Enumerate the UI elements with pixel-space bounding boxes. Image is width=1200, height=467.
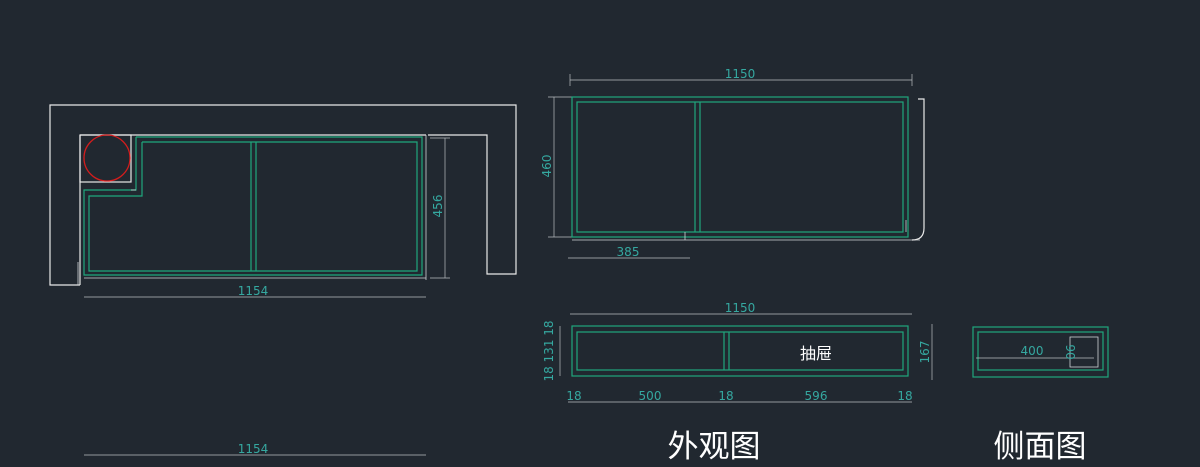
front-height-dim: 460 xyxy=(540,155,554,178)
drawer-frame-inner xyxy=(576,331,904,371)
front-frame-inner xyxy=(576,101,904,233)
plan-height-dim: 456 xyxy=(431,195,445,218)
drawer-frame-outer xyxy=(571,325,909,377)
front-frame-outer xyxy=(571,96,909,238)
drawer-front-view: 1150 抽屉 18 131 18 167 18 500 18 596 18 xyxy=(542,301,933,403)
plan-cabinet-frame-outer xyxy=(83,136,423,276)
side-detail-view: 400 90 xyxy=(972,326,1109,378)
plan-width-dim: 1154 xyxy=(238,284,269,298)
side-frame-inner xyxy=(977,331,1104,371)
front-width-dim: 1150 xyxy=(725,67,756,81)
side-depth-dim: 400 xyxy=(1021,344,1044,358)
plan-bottom-width-dim: 1154 xyxy=(238,442,269,456)
drawer-left-stack-dim: 18 131 18 xyxy=(542,320,556,381)
side-frame-outer xyxy=(972,326,1109,378)
drawer-label: 抽屉 xyxy=(800,344,832,363)
side-inner-box xyxy=(1069,336,1099,368)
plan-cabinet-frame-inner xyxy=(88,141,418,272)
drawer-bottom-dim-4: 596 xyxy=(805,389,828,403)
drawer-width-dim: 1150 xyxy=(725,301,756,315)
sink-circle-marker xyxy=(83,134,131,182)
exterior-caption: 外观图 xyxy=(668,429,761,465)
drawer-bottom-dim-3: 18 xyxy=(718,389,733,403)
side-height-dim: 90 xyxy=(1063,344,1077,359)
plan-view: 456 1154 1154 xyxy=(49,104,517,456)
drawer-bottom-dim-2: 500 xyxy=(639,389,662,403)
drawer-bottom-dim-1: 18 xyxy=(566,389,581,403)
plan-outer-outline xyxy=(49,104,517,286)
drawer-height-dim: 167 xyxy=(918,341,932,364)
drawer-bottom-dim-5: 18 xyxy=(897,389,912,403)
front-side-panel-curve xyxy=(911,98,925,241)
front-offset-dim: 385 xyxy=(617,245,640,259)
front-view: 1150 460 385 xyxy=(540,67,925,259)
side-caption: 侧面图 xyxy=(994,429,1087,465)
